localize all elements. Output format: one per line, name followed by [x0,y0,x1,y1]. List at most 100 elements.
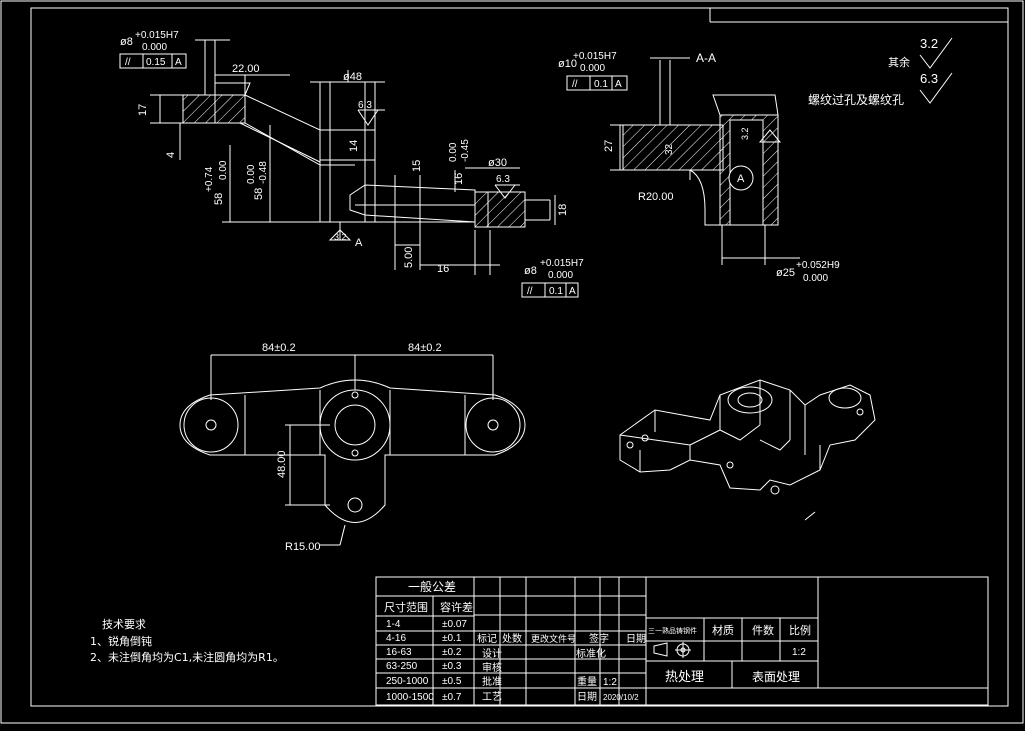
section-dia25-tol-upper: +0.052H9 [796,260,840,271]
tol-row-value: ±0.1 [442,633,462,644]
standard-label: 标准化 [576,647,606,660]
tol-row-range: 250-1000 [386,676,429,687]
size-range-header: 尺寸范围 [384,600,428,614]
dim-58a-tol2: 0.00 [218,160,229,180]
change-doc-header: 更改文件号 [531,633,576,645]
tol-row-value: ±0.2 [442,647,462,658]
title-block-text: 一般公差 尺寸范围 容许差 1-4 ±0.07 4-16 ±0.1 16-63 ±0.2 6… [384,579,811,703]
dim-16v-tol: 0.00 [448,142,459,162]
scale-label: 比例 [789,623,811,637]
section-label: A-A [696,51,716,65]
section-dia25: ø25 [776,267,795,279]
plan-annotations: 84±0.2 84±0.2 48.00 R15.00 [262,342,442,553]
part-name: 三一熟品铸钢件 [648,626,697,635]
dim-16v-tol2: -0.45 [460,139,471,162]
tol-row-range: 1000-1500 [386,692,434,703]
tech-requirements: 技术要求 1、锐角倒钝 2、未注倒角均为C1,未注圆角均为R1。 [90,618,284,664]
dim-48: 48.00 [276,450,288,478]
top-fcf-datum: A [175,57,182,68]
weight-label: 重量 [577,675,597,688]
tol-row-value: ±0.7 [442,692,462,703]
dim-16v: 16 [453,173,465,185]
section-dia25-tol-lower: 0.000 [803,273,828,284]
tol-row-value: ±0.07 [442,619,467,630]
design-label: 设计 [482,647,502,660]
rest-label: 其余 [888,55,910,69]
tolerance-rows: 1-4 ±0.07 4-16 ±0.1 16-63 ±0.2 63-250 ±0.3 250-1… [386,619,467,703]
review-label: 审核 [482,661,502,674]
tol-row-range: 4-16 [386,633,406,644]
top-fcf-value: 0.15 [146,57,166,68]
top-dia-tol-lower: 0.000 [142,42,167,53]
dim-58b-tol2: -0.48 [258,161,269,184]
tol-row-range: 16-63 [386,647,412,658]
process-label: 工艺 [482,691,502,703]
title-block [375,576,989,706]
signature-header: 签字 [589,632,609,645]
tol-row-range: 63-250 [386,661,418,672]
dim-5: 5.00 [403,247,415,268]
dim-84a: 84±0.2 [262,342,296,354]
date-label-bottom: 日期 [577,691,597,703]
tolerance-header: 容许差 [440,600,473,614]
tech-title: 技术要求 [102,618,146,631]
corner-rough-63: 6.3 [920,71,938,86]
dia10-tol-upper: +0.015H7 [573,51,617,62]
section-view [610,57,800,265]
section-annotations: ø10 +0.015H7 0.000 // 0.1 A A-A 27 32 3.… [558,51,840,284]
dia10-tol-lower: 0.000 [580,63,605,74]
dim-58a-tol: +0.74 [204,166,215,192]
bot-tol-lower: 0.000 [548,270,573,281]
top-fcf-symbol: // [125,57,131,68]
bot-fcf-frame [521,282,579,298]
dim-22: 22.00 [232,63,260,75]
dim-4: 4 [165,152,177,158]
dim-18: 18 [557,204,569,216]
tech-line1: 1、锐角倒钝 [90,634,152,648]
dim-84b: 84±0.2 [408,342,442,354]
dim-58b-tol: 0.00 [246,164,257,184]
section-rough-32: 3.2 [740,127,750,140]
section-dim-27: 27 [603,140,615,152]
dim-14: 14 [348,140,360,152]
rough-32a: 3.2 [334,232,347,242]
corner-notes: 其余 3.2 6.3 螺纹过孔及螺纹孔 [808,36,953,107]
dia10-label: ø10 [558,58,577,70]
general-tol-title: 一般公差 [408,579,456,594]
corner-note: 螺纹过孔及螺纹孔 [808,93,904,107]
dim-r15: R15.00 [285,541,320,553]
weight-value: 1:2 [603,677,617,688]
top-dia-label: ø8 [120,36,133,48]
heat-treatment: 热处理 [665,670,704,685]
front-view [150,39,556,275]
surface-treatment: 表面处理 [752,670,800,684]
tol-row-range: 1-4 [386,619,401,630]
corner-rough-32: 3.2 [920,36,938,51]
bot-dia: ø8 [524,265,537,277]
section-fcf-value: 0.1 [594,79,608,90]
dim-dia30: ø30 [488,157,507,169]
top-fcf-frame [119,53,187,69]
dim-17: 17 [137,104,149,116]
material-label: 材质 [712,623,734,637]
tol-row-value: ±0.3 [442,661,462,672]
section-circle-label: A [737,173,745,185]
section-fcf-frame [566,75,628,91]
rough-63a: 6.3 [358,100,372,111]
approve-label: 批准 [482,675,502,688]
count-header: 处数 [502,632,522,645]
date-header: 日期 [626,633,646,645]
bot-tol-upper: +0.015H7 [540,258,584,269]
date-value: 2020/10/2 [603,693,639,702]
rough-63b: 6.3 [496,174,510,185]
part-no-label: 件数 [752,624,774,637]
section-fcf-symbol: // [572,79,578,90]
dim-dia48: ø48 [343,71,362,83]
isometric-view [619,379,876,521]
bot-fcf-datum: A [569,286,576,297]
dim-58b: 58 [253,188,265,200]
dim-58a: 58 [213,193,225,205]
